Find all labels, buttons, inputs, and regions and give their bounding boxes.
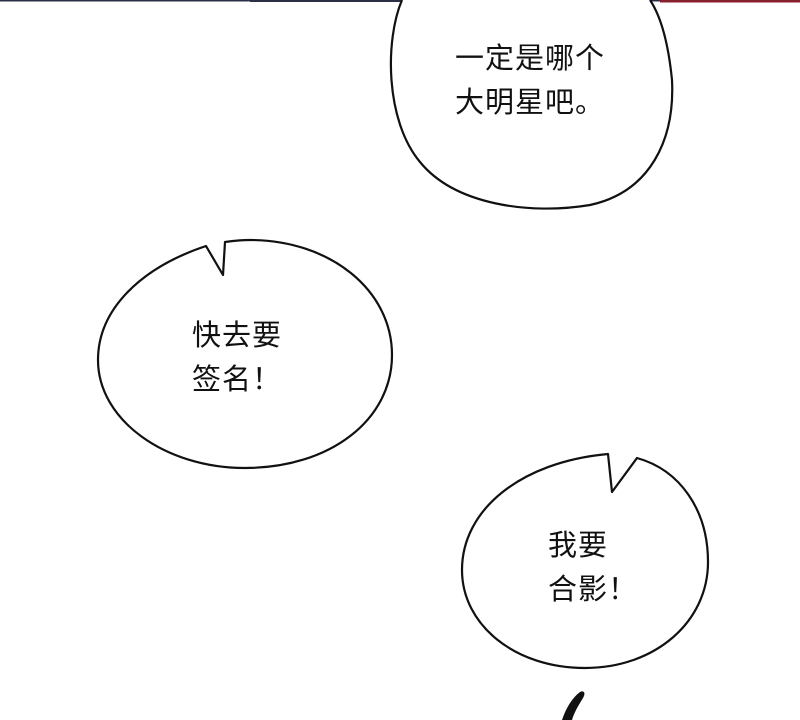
speech-bubble-1-line-1: 一定是哪个 bbox=[455, 41, 606, 75]
top-border-red-segment bbox=[660, 0, 800, 3]
speech-bubble-1-line-2: 大明星吧。 bbox=[455, 85, 606, 119]
speech-bubble-3 bbox=[460, 452, 710, 670]
speech-bubble-3-line-2: 合影！ bbox=[548, 572, 639, 606]
panel-top-border bbox=[0, 0, 800, 3]
speech-bubble-3-text: 我要 合影！ bbox=[548, 523, 638, 611]
speech-bubble-2 bbox=[96, 238, 394, 470]
speech-bubble-3-line-1: 我要 bbox=[548, 528, 609, 562]
speech-bubble-2-text: 快去要 签名！ bbox=[192, 313, 282, 401]
speech-bubble-2-line-2: 签名！ bbox=[192, 362, 283, 396]
speech-bubble-1 bbox=[389, 0, 674, 210]
top-border-dark-segment bbox=[250, 0, 400, 2]
ink-stroke-mark bbox=[562, 691, 585, 720]
speech-bubble-1-text: 一定是哪个 大明星吧。 bbox=[455, 36, 605, 124]
speech-bubble-2-line-1: 快去要 bbox=[192, 318, 283, 352]
